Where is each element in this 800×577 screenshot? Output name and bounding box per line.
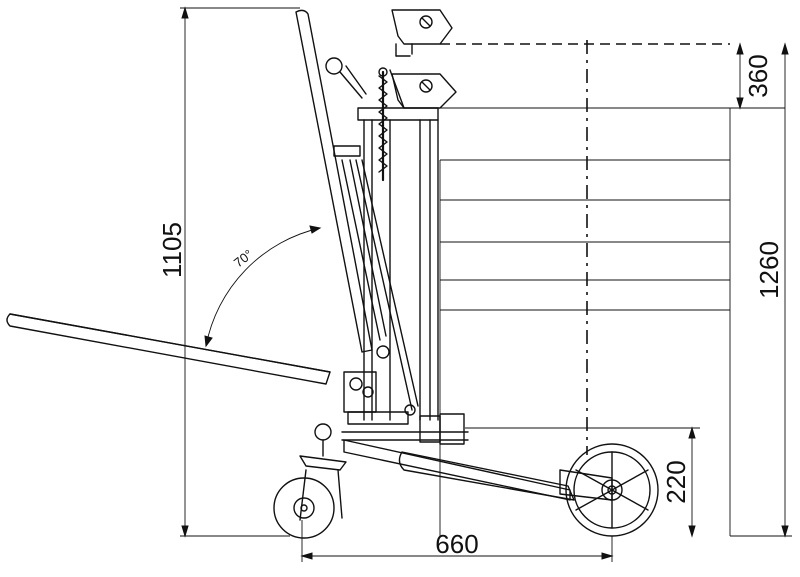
pump-block xyxy=(343,345,465,445)
drum-clamp-lower xyxy=(391,73,457,109)
angle-label: 70° xyxy=(231,246,256,270)
chassis xyxy=(341,431,613,501)
handle-lowered xyxy=(6,313,331,385)
dimension-220-label: 220 xyxy=(661,460,691,503)
caster-wheel xyxy=(273,423,347,539)
rear-wheel xyxy=(565,443,659,537)
mast-frame xyxy=(357,67,439,421)
handle-upright xyxy=(295,9,419,411)
dimension-360-label: 360 xyxy=(743,54,773,97)
dimension-1260: 1260 xyxy=(730,42,792,538)
dimension-1105: 1105 xyxy=(157,6,300,538)
dimension-220: 220 xyxy=(465,426,700,538)
drum-clamp-raised xyxy=(391,9,453,57)
angle-indicator: 70° xyxy=(204,225,322,348)
dimension-1260-label: 1260 xyxy=(754,241,784,299)
dimension-1105-label: 1105 xyxy=(157,222,187,278)
dimension-660-label: 660 xyxy=(435,529,478,559)
dimension-360: 360 xyxy=(728,42,785,110)
dimension-660: 660 xyxy=(300,520,614,562)
drum-outline xyxy=(439,40,731,536)
